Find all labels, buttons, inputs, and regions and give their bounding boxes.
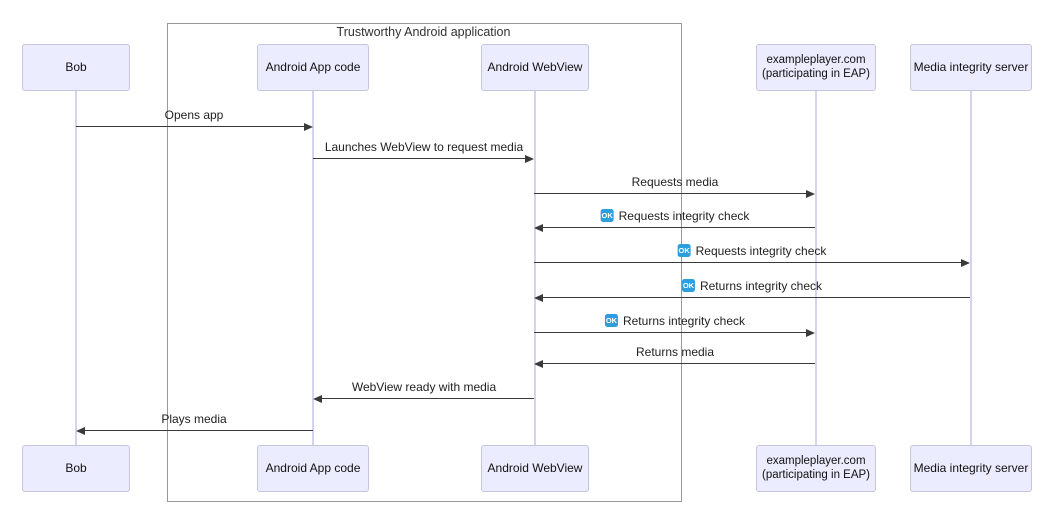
actor-label: Bob: [65, 60, 87, 75]
actor-mis-bottom: Media integrity server: [910, 445, 1032, 492]
message-label: OK Returns integrity check: [604, 313, 746, 328]
message-line: [542, 227, 815, 229]
actor-label-line2: (participating in EAP): [761, 468, 871, 481]
message-text: WebView ready with media: [351, 379, 497, 394]
frame-title: Trustworthy Android application: [336, 25, 511, 39]
message-text: Requests integrity check: [618, 208, 750, 223]
actor-exampleplayer-bottom: exampleplayer.com (participating in EAP): [756, 445, 876, 492]
message-line: [84, 430, 313, 432]
actor-app-top: Android App code: [257, 44, 369, 91]
message-label: Opens app: [165, 107, 224, 122]
message-line: [542, 297, 970, 299]
arrowhead-right-icon: [304, 123, 313, 131]
message-label: Plays media: [161, 411, 226, 426]
message-line: [321, 398, 534, 400]
arrowhead-left-icon: [534, 360, 543, 368]
message-label: OK Requests integrity check: [677, 243, 827, 258]
ok-badge-icon: OK: [681, 279, 695, 292]
actor-mis-top: Media integrity server: [910, 44, 1032, 91]
arrowhead-left-icon: [76, 427, 85, 435]
message-label: Returns media: [636, 344, 714, 359]
arrowhead-right-icon: [806, 190, 815, 198]
actor-label-line1: exampleplayer.com: [766, 454, 866, 467]
actor-label: Media integrity server: [913, 60, 1029, 75]
lifeline-webview: [534, 91, 536, 445]
message-text: Returns integrity check: [622, 313, 746, 328]
message-text: Launches WebView to request media: [324, 139, 524, 154]
lifeline-bob: [75, 91, 77, 445]
actor-bob-top: Bob: [22, 44, 130, 91]
message-text: Plays media: [161, 411, 227, 426]
actor-label: Android WebView: [487, 60, 583, 75]
message-line: [76, 126, 305, 128]
arrowhead-right-icon: [806, 329, 815, 337]
arrowhead-left-icon: [313, 395, 322, 403]
message-text: Opens app: [164, 107, 224, 122]
message-line: [534, 262, 962, 264]
actor-label-line2: (participating in EAP): [761, 67, 871, 80]
actor-label: Android App code: [265, 461, 361, 476]
message-label: WebView ready with media: [352, 379, 496, 394]
message-label: OK Requests integrity check: [600, 208, 750, 223]
lifeline-app: [312, 91, 314, 445]
arrowhead-left-icon: [534, 224, 543, 232]
message-text: Requests integrity check: [695, 243, 827, 258]
arrowhead-left-icon: [534, 294, 543, 302]
message-line: [534, 332, 807, 334]
actor-webview-top: Android WebView: [481, 44, 589, 91]
ok-badge-icon: OK: [604, 314, 618, 327]
actor-app-bottom: Android App code: [257, 445, 369, 492]
message-text: Requests media: [631, 174, 719, 189]
message-label: Launches WebView to request media: [325, 139, 523, 154]
actor-webview-bottom: Android WebView: [481, 445, 589, 492]
actor-bob-bottom: Bob: [22, 445, 130, 492]
actor-exampleplayer-top: exampleplayer.com (participating in EAP): [756, 44, 876, 91]
ok-badge-icon: OK: [600, 209, 614, 222]
actor-label: Android WebView: [487, 461, 583, 476]
actor-label: Media integrity server: [913, 461, 1029, 476]
actor-label-line1: exampleplayer.com: [766, 53, 866, 66]
message-line: [534, 193, 807, 195]
arrowhead-right-icon: [525, 155, 534, 163]
actor-label: Android App code: [265, 60, 361, 75]
message-label: OK Returns integrity check: [681, 278, 823, 293]
lifeline-exampleplayer: [815, 91, 817, 445]
message-label: Requests media: [632, 174, 719, 189]
ok-badge-icon: OK: [677, 244, 691, 257]
message-text: Returns integrity check: [699, 278, 823, 293]
actor-label: Bob: [65, 461, 87, 476]
message-line: [542, 363, 815, 365]
lifeline-mis: [970, 91, 972, 445]
message-line: [313, 158, 526, 160]
message-text: Returns media: [635, 344, 715, 359]
arrowhead-right-icon: [961, 259, 970, 267]
